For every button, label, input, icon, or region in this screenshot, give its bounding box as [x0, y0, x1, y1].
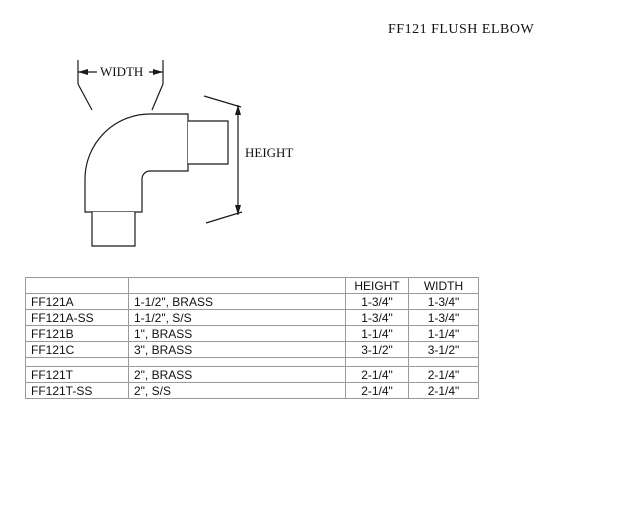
table-row — [25, 357, 479, 367]
table-cell: 3", BRASS — [128, 341, 346, 358]
table-cell: FF121C — [25, 341, 129, 358]
elbow-outline — [84, 113, 189, 213]
table-cell: 1-3/4" — [408, 293, 479, 310]
table-cell — [408, 357, 479, 367]
table-cell: 1", BRASS — [128, 325, 346, 342]
width-dimension-label: WIDTH — [100, 64, 143, 79]
table-cell: 3-1/2" — [345, 341, 409, 358]
table-header-row: HEIGHT WIDTH — [25, 277, 479, 294]
width-dimension: WIDTH — [77, 60, 164, 111]
header-cell-height: HEIGHT — [345, 277, 409, 294]
table-cell: 3-1/2" — [408, 341, 479, 358]
header-cell-width: WIDTH — [408, 277, 479, 294]
table-cell: FF121T — [25, 366, 129, 383]
table-cell: 2-1/4" — [345, 366, 409, 383]
table-cell: 2-1/4" — [345, 382, 409, 399]
page-title: FF121 FLUSH ELBOW — [388, 22, 535, 37]
table-cell: 1-1/2", S/S — [128, 309, 346, 326]
right-socket — [188, 120, 229, 165]
height-dimension-label: HEIGHT — [245, 145, 293, 160]
table-cell: 1-3/4" — [345, 309, 409, 326]
table-cell: 1-1/2", BRASS — [128, 293, 346, 310]
height-dimension: HEIGHT — [203, 95, 304, 224]
table-cell: 1-3/4" — [408, 309, 479, 326]
table-cell: 2", BRASS — [128, 366, 346, 383]
table-cell: FF121A-SS — [25, 309, 129, 326]
table-cell: 1-3/4" — [345, 293, 409, 310]
table-cell: 2-1/4" — [408, 366, 479, 383]
table-cell: FF121T-SS — [25, 382, 129, 399]
table-cell — [25, 357, 129, 367]
table-cell — [128, 357, 346, 367]
table-cell: 1-1/4" — [345, 325, 409, 342]
elbow-diagram: WIDTH HEIGHT — [77, 60, 304, 247]
bottom-socket — [91, 212, 136, 247]
table-cell: 2-1/4" — [408, 382, 479, 399]
header-cell-part — [25, 277, 129, 294]
header-cell-description — [128, 277, 346, 294]
table-cell — [345, 357, 409, 367]
table-cell: 1-1/4" — [408, 325, 479, 342]
table-cell: FF121B — [25, 325, 129, 342]
table-cell: 2", S/S — [128, 382, 346, 399]
table-cell: FF121A — [25, 293, 129, 310]
